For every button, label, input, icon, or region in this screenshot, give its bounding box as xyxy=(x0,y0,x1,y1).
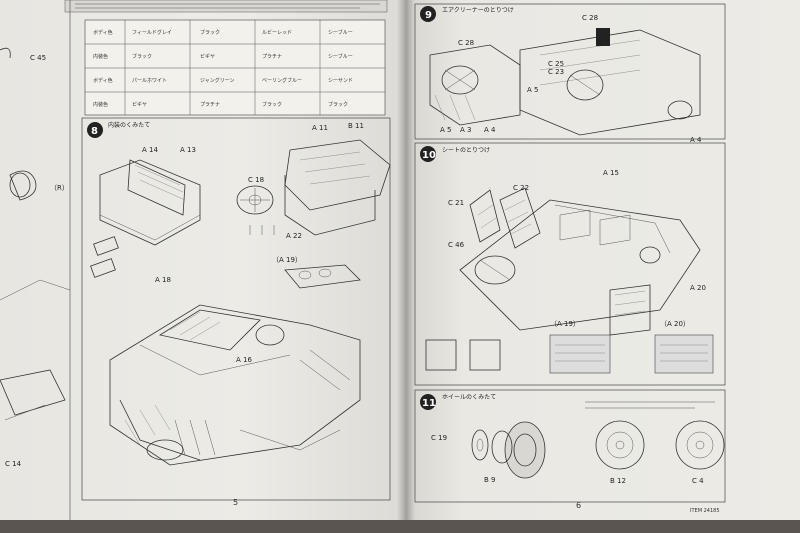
svg-text:C 23: C 23 xyxy=(548,68,564,76)
colour-row-3-col-1: ボディ色 xyxy=(93,77,113,84)
svg-text:A 3: A 3 xyxy=(460,126,471,134)
colour-row-4-col-4: ブラック xyxy=(262,101,282,108)
svg-text:A 11: A 11 xyxy=(312,124,328,132)
svg-text:（A 19）: （A 19） xyxy=(550,320,580,328)
colour-row-3-col-5: シーサンド xyxy=(328,78,353,84)
air-cleaner-part xyxy=(596,28,610,46)
colour-table: ボディ色 フィールドグレイ ブラック ルビーレッド シーブルー 内装色 ブラック… xyxy=(64,0,388,116)
svg-text:A 15: A 15 xyxy=(603,169,619,177)
step-11-title: ホイールのくみたて xyxy=(442,394,496,401)
step-8-title: 内装のくみたて xyxy=(108,121,150,129)
colour-row-2-col-1: 内装色 xyxy=(93,53,108,60)
svg-text:C 28: C 28 xyxy=(458,39,474,47)
tyre-part xyxy=(504,421,546,479)
item-code: ITEM 24185 xyxy=(690,508,720,514)
svg-text:C 25: C 25 xyxy=(548,60,564,68)
svg-text:A 13: A 13 xyxy=(180,146,196,154)
colour-row-1-col-5: シーブルー xyxy=(328,29,353,36)
svg-text:C 4: C 4 xyxy=(692,477,704,485)
colour-row-3-col-2: パールホワイト xyxy=(132,78,167,84)
step-9-badge xyxy=(420,6,436,22)
right-page-number: 6 xyxy=(576,501,581,510)
panel-detail-a19 xyxy=(549,334,611,374)
colour-row-1-col-1: ボディ色 xyxy=(93,29,113,36)
svg-text:C 21: C 21 xyxy=(448,199,464,207)
svg-text:B 11: B 11 xyxy=(348,122,364,130)
step-10-badge xyxy=(420,146,436,162)
svg-text:A 22: A 22 xyxy=(286,232,302,240)
colour-row-2-col-5: シーブルー xyxy=(328,53,353,60)
svg-text:B 9: B 9 xyxy=(484,476,495,484)
step-9-title: エアクリーナーのとりつけ xyxy=(442,7,514,14)
step-9-number: 9 xyxy=(425,10,432,21)
svg-text:A 4: A 4 xyxy=(484,126,496,134)
step-10-panel: 10 シートのとりつけ C 22 C 21 C 46 A 15 A 20 xyxy=(414,142,726,386)
step-11-badge xyxy=(420,394,436,410)
colour-row-4-col-3: プラチナ xyxy=(200,102,220,108)
book-gutter-shadow xyxy=(397,0,415,520)
step-8-badge xyxy=(87,122,103,138)
step-8-number: 8 xyxy=(91,126,98,137)
svg-text:C 28: C 28 xyxy=(582,14,598,22)
colour-row-4-col-2: ピギヤ xyxy=(132,102,147,108)
colour-row-1-col-2: フィールドグレイ xyxy=(132,29,172,36)
svg-text:A 14: A 14 xyxy=(142,146,158,154)
svg-text:C 18: C 18 xyxy=(248,176,264,184)
colour-row-1-col-3: ブラック xyxy=(200,29,220,36)
svg-text:（R）: （R） xyxy=(50,184,69,192)
step-8-panel: 8 内装のくみたて A 14 A 13 A 18 C 18 A 11 B 11 xyxy=(81,117,391,501)
svg-text:A 18: A 18 xyxy=(155,276,171,284)
colour-row-4-col-5: ブラック xyxy=(328,101,348,108)
svg-text:C 45: C 45 xyxy=(30,54,46,62)
step-10-number: 10 xyxy=(422,150,436,161)
svg-text:（A 19）: （A 19） xyxy=(272,256,302,264)
colour-row-2-col-2: ブラック xyxy=(132,53,152,60)
panel-detail-a20 xyxy=(654,334,714,374)
svg-text:C 14: C 14 xyxy=(5,460,22,468)
colour-row-4-col-1: 内装色 xyxy=(93,101,108,108)
svg-text:C 46: C 46 xyxy=(448,241,465,249)
colour-row-2-col-3: ピギヤ xyxy=(200,54,215,60)
svg-text:A 4: A 4 xyxy=(690,136,702,144)
colour-row-1-col-4: ルビーレッド xyxy=(262,29,292,36)
left-page-number: 5 xyxy=(233,498,238,507)
svg-text:A 20: A 20 xyxy=(690,284,706,292)
step-11-panel: 11 ホイールのくみたて C 19 B 9 B 12 C 4 xyxy=(414,389,726,503)
colour-row-2-col-4: プラチナ xyxy=(262,54,282,60)
colour-row-3-col-4: ベーリングブルー xyxy=(262,77,302,84)
step-9-panel: 9 エアクリーナーのとりつけ C 28 A 5 A 3 A 4 C 28 C 2… xyxy=(414,3,726,144)
svg-text:A 5: A 5 xyxy=(527,86,538,94)
step-10-title: シートのとりつけ xyxy=(442,147,490,154)
svg-text:C 22: C 22 xyxy=(513,184,529,192)
svg-text:C 19: C 19 xyxy=(431,434,447,442)
svg-text:（A 20）: （A 20） xyxy=(660,320,690,328)
svg-text:A 5: A 5 xyxy=(440,126,451,134)
colour-row-3-col-3: ジャングリーン xyxy=(200,77,235,84)
svg-text:A 16: A 16 xyxy=(236,356,252,364)
step-11-number: 11 xyxy=(422,398,436,409)
svg-text:B 12: B 12 xyxy=(610,477,626,485)
left-margin-drawings: C 45 （R） C 14 xyxy=(0,0,71,520)
